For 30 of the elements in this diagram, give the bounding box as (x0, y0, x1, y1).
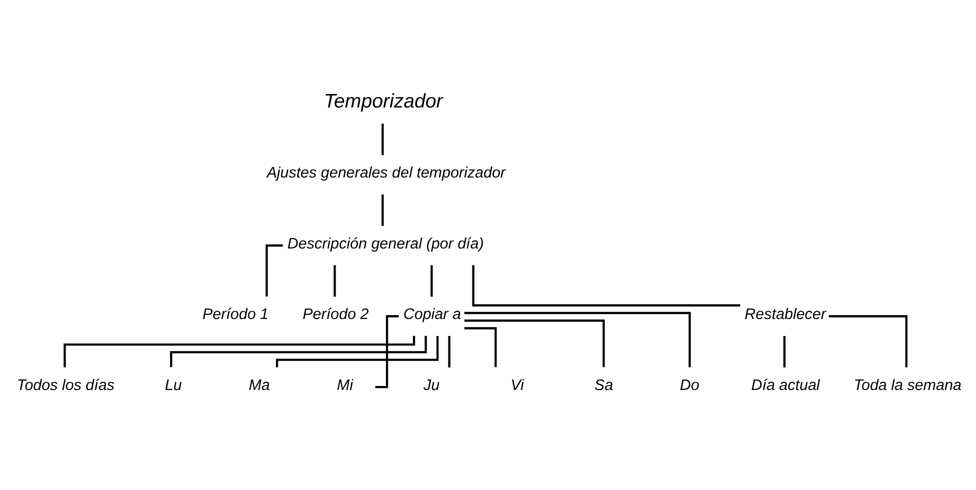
connector (334, 264, 336, 296)
node-text: Lu (164, 376, 182, 394)
node-text: Período 2 (302, 306, 369, 323)
connector (276, 336, 439, 367)
node-text: Vi (510, 376, 524, 394)
node-text: Ajustes generales del temporizador (266, 164, 506, 182)
connector (382, 194, 384, 226)
node-text: Descripción general (por día) (287, 234, 484, 252)
node-text: Ju (423, 376, 440, 394)
connector (382, 123, 384, 155)
connector (64, 335, 416, 367)
connector (464, 326, 497, 367)
connector (430, 264, 433, 296)
connector (448, 336, 450, 367)
connector (828, 314, 908, 367)
node-text: Ma (248, 376, 270, 394)
node-text: Período 1 (202, 306, 269, 323)
node-text: Mi (336, 376, 354, 394)
node-text: Copiar a (403, 306, 461, 323)
node-text: Día actual (751, 376, 820, 394)
node-text: Todos los días (16, 376, 114, 394)
node-text: Do (680, 376, 700, 394)
node-text: Toda la semana (854, 376, 962, 394)
node-text: Restablecer (744, 306, 826, 323)
connector (783, 336, 786, 367)
connector (472, 264, 740, 306)
connector (464, 311, 691, 367)
node-text: Sa (594, 376, 614, 394)
connector (464, 319, 605, 367)
node-text: Temporizador (324, 90, 443, 112)
